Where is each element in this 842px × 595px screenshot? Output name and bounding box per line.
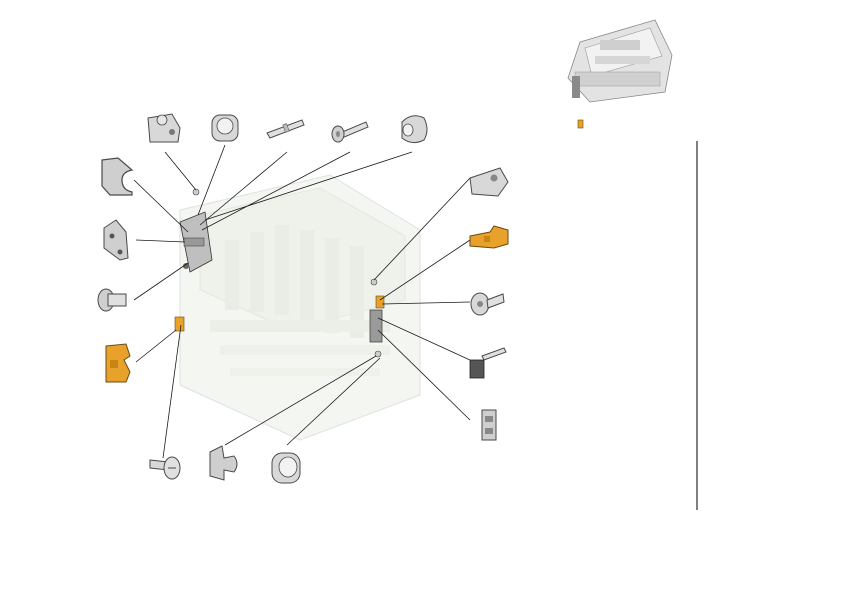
orange-sensor-small [174, 316, 185, 332]
flag-actuator-part [469, 347, 507, 379]
shaft-pin-part [266, 119, 305, 139]
mounting-plate-part [103, 219, 129, 261]
main-assembly [179, 174, 421, 441]
leader-lines [133, 144, 471, 459]
assembly-right-bracket [369, 278, 385, 358]
thumbnail-highlight-icon [577, 119, 584, 129]
shoulder-screw-part [97, 288, 127, 312]
clip-part [209, 445, 238, 481]
screw-part [149, 456, 181, 480]
cam-bracket-part [147, 113, 181, 143]
angle-bracket-part [469, 167, 509, 197]
overview-thumbnail [567, 19, 673, 129]
orange-actuator-right-part [469, 225, 509, 249]
bushing-bottom-part [271, 452, 301, 484]
sensor-part [481, 409, 497, 441]
orange-actuator-left-part [105, 343, 131, 383]
assembly-left-bracket [179, 188, 213, 273]
bushing-part [211, 114, 239, 142]
flange-screw-part [470, 292, 505, 316]
stepped-pin-part [331, 121, 369, 143]
roller-part [401, 115, 428, 144]
hook-plate-part [101, 157, 134, 196]
